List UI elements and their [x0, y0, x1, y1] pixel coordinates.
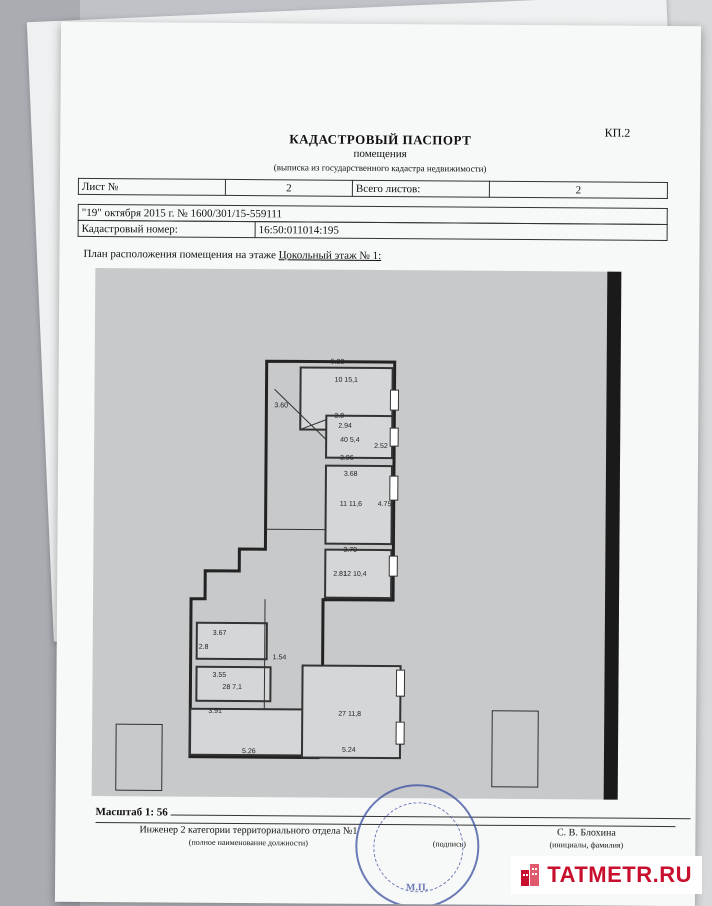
document-sheet: КП.2 КАДАСТРОВЫЙ ПАСПОРТ помещения (выпи… — [54, 21, 702, 906]
dim-6: 3.68 — [344, 471, 358, 478]
cadastral-number: 16:50:011014:195 — [255, 221, 668, 241]
dim-11: 5.24 — [342, 747, 356, 754]
dim-10: 1.54 — [273, 654, 287, 661]
dim-1: 3.60 — [274, 402, 288, 409]
plan-caption: План расположения помещения на этаже Цок… — [83, 248, 381, 262]
room-28 — [195, 665, 272, 703]
dim-5: 3.96 — [340, 455, 354, 462]
plan-caption-prefix: План расположения помещения на этаже — [83, 247, 276, 262]
name-caption: (инициалы, фамилия) — [549, 840, 624, 850]
stamp-text: М.П. — [405, 882, 429, 894]
room-walls — [188, 366, 402, 760]
sheet-label: Лист № — [78, 178, 226, 196]
room-36 — [195, 621, 268, 661]
dim-4: 2.52 — [374, 443, 388, 450]
dim-0: 5.28 — [331, 359, 345, 366]
dim-15: 3.55 — [212, 672, 226, 679]
dim-9: 2.81 — [333, 571, 347, 578]
watermark: TATMETR.RU — [511, 856, 702, 894]
room-label-27: 27 11,8 — [338, 711, 361, 718]
official-stamp: М.П. — [354, 783, 480, 906]
dim-14: 3.67 — [213, 630, 227, 637]
dim-8: 3.70 — [343, 547, 357, 554]
signer-name: С. В. Блохина — [497, 825, 676, 841]
watermark-building-icon — [521, 864, 540, 886]
plan-labels: 10 15,1 40 5,4 11 11,6 12 10,4 28 7,1 27… — [199, 359, 392, 755]
room-label-28: 28 7,1 — [222, 684, 242, 691]
dim-13: 3.91 — [208, 708, 222, 715]
windows — [388, 389, 406, 745]
room-label-40: 40 5,4 — [340, 437, 360, 444]
total-label: Всего листов: — [352, 180, 490, 198]
dim-7: 4.75 — [378, 501, 392, 508]
document-subnote: (выписка из государственного кадастра не… — [273, 162, 487, 174]
dim-16: 2.8 — [199, 644, 209, 651]
room-label-12: 12 10,4 — [343, 571, 367, 578]
plan-caption-floor: Цокольный этаж № 1: — [278, 249, 382, 263]
dim-12: 5.26 — [242, 748, 256, 755]
room-label-10: 10 15,1 — [335, 377, 359, 384]
dim-2: 3.8 — [334, 413, 344, 420]
room-27 — [300, 664, 402, 760]
floor-plan-drawing: 10 15,1 40 5,4 11 11,6 12 10,4 28 7,1 27… — [115, 359, 539, 792]
watermark-text: TATMETR.RU — [547, 862, 692, 887]
room-11 — [324, 464, 393, 546]
floor-plan: 10 15,1 40 5,4 11 11,6 12 10,4 28 7,1 27… — [91, 268, 622, 800]
dim-3: 2.94 — [338, 423, 352, 430]
room-label-11: 11 11,6 — [340, 501, 362, 508]
scale-label: Масштаб 1: — [95, 806, 155, 819]
cadastral-label: Кадастровый номер: — [78, 220, 256, 238]
plan-stamp-box — [115, 710, 539, 792]
cadastral-table: Кадастровый номер: 16:50:011014:195 — [78, 220, 668, 241]
scale-value: 56 — [156, 806, 168, 819]
sheet-info-table: Лист № 2 Всего листов: 2 — [78, 178, 668, 199]
sheet-number: 2 — [225, 179, 353, 197]
total-number: 2 — [489, 181, 668, 199]
stamp-inner-ring — [373, 801, 464, 893]
